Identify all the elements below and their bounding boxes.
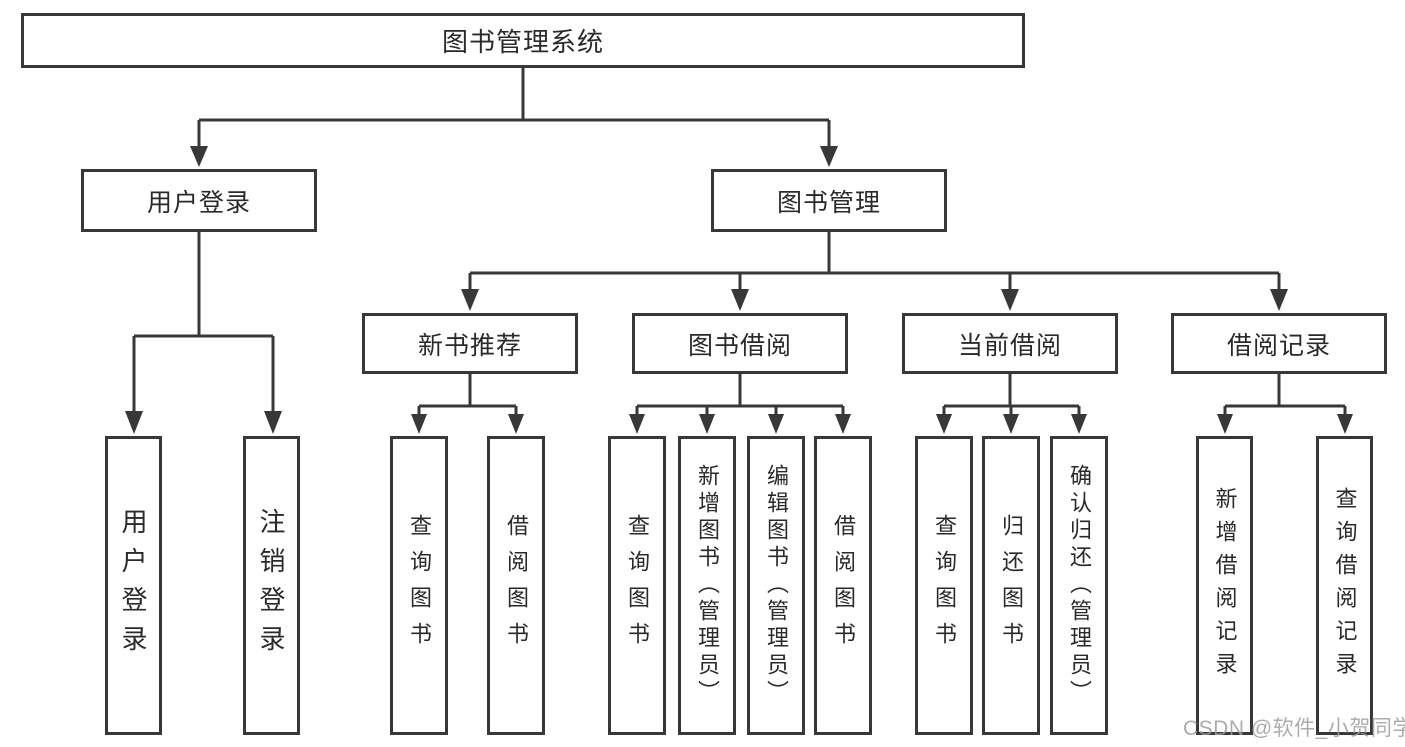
node-new-book-recommend: 新书推荐 (362, 313, 578, 374)
leaf-query-books-3: 查询图书 (915, 436, 973, 735)
node-root: 图书管理系统 (21, 13, 1025, 68)
leaf-query-books-2-label: 查询图书 (625, 513, 650, 658)
node-book-borrow: 图书借阅 (632, 313, 848, 374)
node-user-login: 用户登录 (81, 169, 317, 232)
leaf-borrow-books-1: 借阅图书 (487, 436, 545, 735)
leaf-query-books-2: 查询图书 (608, 436, 666, 735)
node-borrow-records-label: 借阅记录 (1226, 331, 1331, 360)
leaf-query-books-3-label: 查询图书 (932, 513, 957, 658)
node-user-login-label: 用户登录 (146, 188, 251, 217)
leaf-edit-books-admin: 编辑图书（管理员） (747, 436, 805, 735)
leaf-user-login: 用户登录 (105, 436, 162, 735)
leaf-query-borrow-record-label: 查询借阅记录 (1332, 486, 1358, 685)
leaf-borrow-books-2-label: 借阅图书 (831, 513, 856, 658)
leaf-logout: 注销登录 (243, 436, 300, 735)
leaf-confirm-return-admin: 确认归还（管理员） (1050, 436, 1108, 735)
leaf-user-login-label: 用户登录 (118, 507, 148, 664)
leaf-add-borrow-record: 新增借阅记录 (1196, 436, 1253, 735)
leaf-edit-books-admin-label: 编辑图书（管理员） (764, 464, 789, 707)
leaf-return-books-label: 归还图书 (999, 513, 1024, 658)
leaf-add-books-admin: 新增图书（管理员） (678, 436, 736, 735)
node-current-borrow: 当前借阅 (902, 313, 1118, 374)
leaf-query-borrow-record: 查询借阅记录 (1316, 436, 1373, 735)
node-new-book-recommend-label: 新书推荐 (417, 331, 522, 360)
leaf-borrow-books-2: 借阅图书 (814, 436, 872, 735)
leaf-logout-label: 注销登录 (256, 507, 286, 664)
node-root-label: 图书管理系统 (441, 27, 604, 57)
leaf-return-books: 归还图书 (982, 436, 1040, 735)
csdn-watermark: CSDN @软件_小贺同学 (1183, 717, 1405, 740)
leaf-query-books-1-label: 查询图书 (407, 513, 432, 658)
leaf-borrow-books-1-label: 借阅图书 (504, 513, 529, 658)
node-book-management-label: 图书管理 (776, 188, 881, 217)
node-current-borrow-label: 当前借阅 (957, 331, 1062, 360)
node-borrow-records: 借阅记录 (1171, 313, 1387, 374)
leaf-add-books-admin-label: 新增图书（管理员） (695, 464, 720, 707)
node-book-borrow-label: 图书借阅 (687, 331, 792, 360)
leaf-confirm-return-admin-label: 确认归还（管理员） (1067, 464, 1092, 707)
node-book-management: 图书管理 (711, 169, 947, 232)
leaf-add-borrow-record-label: 新增借阅记录 (1212, 486, 1238, 685)
leaf-query-books-1: 查询图书 (390, 436, 448, 735)
